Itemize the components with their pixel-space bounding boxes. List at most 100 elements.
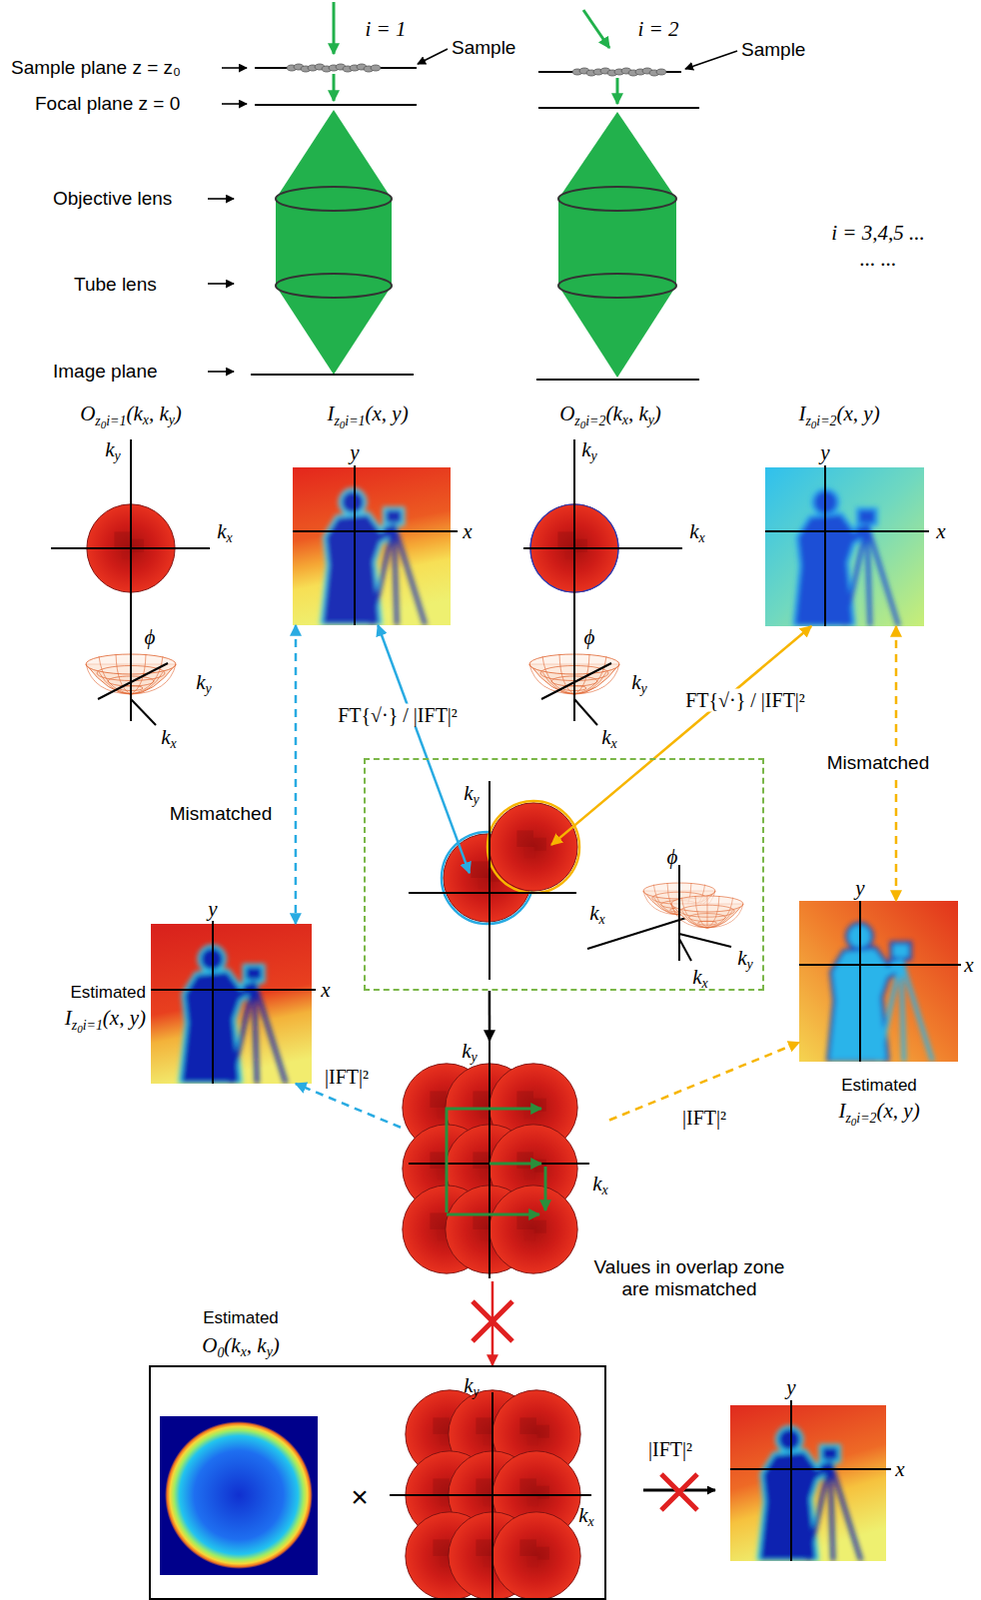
- ellipse-shape: [275, 273, 392, 298]
- use-shape: [794, 489, 900, 627]
- ellipse-shape: [558, 273, 677, 298]
- subscript: y: [168, 412, 175, 428]
- use-shape: [492, 1512, 581, 1600]
- text-label: Estimated: [841, 1075, 918, 1096]
- subscript: y: [266, 1344, 273, 1360]
- line-shape: [765, 530, 930, 533]
- line-shape: [536, 378, 700, 381]
- text-label: Tube lens: [73, 273, 157, 296]
- line-shape: [417, 48, 448, 64]
- subscript: 0: [100, 417, 107, 430]
- subscript: z0i=1: [94, 412, 126, 428]
- function-label: Iz0i=2(x, y): [838, 1098, 920, 1124]
- use-shape: [671, 896, 744, 929]
- use-shape: [489, 803, 578, 892]
- connector: [488, 990, 492, 1041]
- subscript: z0i=1: [333, 412, 365, 428]
- ellipse-shape: [275, 186, 392, 211]
- axis-label: ϕ: [667, 845, 679, 871]
- path-shape: [489, 1162, 542, 1166]
- axis-label: ky: [104, 437, 120, 463]
- text-label: i = 3,4,5 ...: [831, 220, 926, 246]
- line-shape: [541, 663, 612, 700]
- subscript: 0: [216, 1344, 224, 1360]
- optical-setup-left: [207, 1, 448, 375]
- line-shape: [859, 901, 862, 1062]
- line-shape: [207, 370, 234, 373]
- subscript: x: [611, 736, 618, 752]
- ellipse-shape: [370, 64, 381, 71]
- line-shape: [292, 530, 458, 533]
- text-label: ×: [350, 1480, 369, 1515]
- axis-label: ky: [195, 670, 211, 696]
- text-label: |IFT|²: [648, 1438, 693, 1462]
- subscript: x: [599, 912, 606, 928]
- dashed-group-box: kykxϕkykx: [363, 758, 765, 991]
- line-shape: [408, 1162, 590, 1165]
- line-shape: [523, 547, 683, 550]
- line-shape: [332, 73, 336, 101]
- overlap-spectrum: [408, 781, 744, 981]
- connector: [491, 1281, 495, 1366]
- axis-label: kx: [578, 1503, 594, 1529]
- subscript: x: [699, 530, 706, 546]
- polygon-shape: [275, 109, 392, 375]
- circle-shape: [487, 801, 580, 894]
- g-shape: [572, 67, 667, 76]
- axis-label: y: [855, 876, 865, 902]
- line-shape: [616, 77, 620, 104]
- axis-label: ϕ: [144, 625, 156, 651]
- text-label: Estimated: [202, 1308, 279, 1329]
- use-shape: [179, 946, 286, 1084]
- subscript: x: [588, 1514, 595, 1530]
- edge-label: FT{√·} / |IFT|²: [334, 704, 461, 728]
- axis-label: ϕ: [584, 625, 596, 651]
- use-shape: [828, 924, 934, 1062]
- line-shape: [574, 699, 598, 726]
- rect-shape: [730, 1405, 887, 1562]
- subscript: 0: [851, 1114, 858, 1127]
- connector: [551, 626, 812, 846]
- subscript: 0: [580, 417, 587, 430]
- line-shape: [332, 1, 336, 54]
- line-shape: [129, 439, 132, 722]
- line-shape: [799, 964, 962, 967]
- axis-label: x: [936, 519, 946, 545]
- axis-label: ky: [463, 781, 479, 807]
- spectrum-plot-1: [50, 439, 210, 726]
- line-shape: [221, 102, 247, 105]
- line-shape: [573, 439, 576, 722]
- subscript: 0: [76, 1021, 83, 1034]
- axis-label: ky: [463, 1373, 479, 1399]
- function-label: O0(kx, ky): [201, 1333, 280, 1359]
- subscript: z0i=1: [71, 1016, 103, 1032]
- text-label: ... ...: [860, 246, 898, 272]
- path-shape: [446, 1108, 542, 1213]
- line-shape: [790, 1400, 793, 1562]
- axis-label: ky: [461, 1038, 477, 1064]
- axis-label: x: [895, 1457, 905, 1483]
- subscript: x: [622, 412, 629, 428]
- edge-label: FT{√·} / |IFT|²: [682, 689, 809, 713]
- subscript: x: [240, 1344, 247, 1360]
- axis-label: kx: [601, 725, 617, 751]
- use-shape: [489, 1185, 578, 1274]
- optical-setup-right: [536, 9, 738, 380]
- edge-label: Mismatched: [169, 803, 272, 826]
- line-shape: [583, 9, 610, 48]
- axis-label: ky: [631, 670, 647, 696]
- line-shape: [353, 465, 356, 626]
- line-shape: [538, 106, 700, 109]
- edge-label: |IFT|²: [324, 1065, 369, 1089]
- image-panel: EstimatedIz0i=1(x, y)yx: [150, 924, 312, 1084]
- text-label: Focal plane z = 0: [34, 92, 180, 115]
- text-label: Sample plane z = z₀: [10, 56, 181, 79]
- use-shape: [320, 489, 425, 626]
- rect-shape: [159, 1416, 318, 1576]
- svg-shape: [730, 1405, 887, 1562]
- axis-label: kx: [160, 725, 176, 751]
- line-shape: [488, 781, 491, 981]
- circle-shape: [164, 1421, 313, 1570]
- subscript: y: [471, 1049, 478, 1065]
